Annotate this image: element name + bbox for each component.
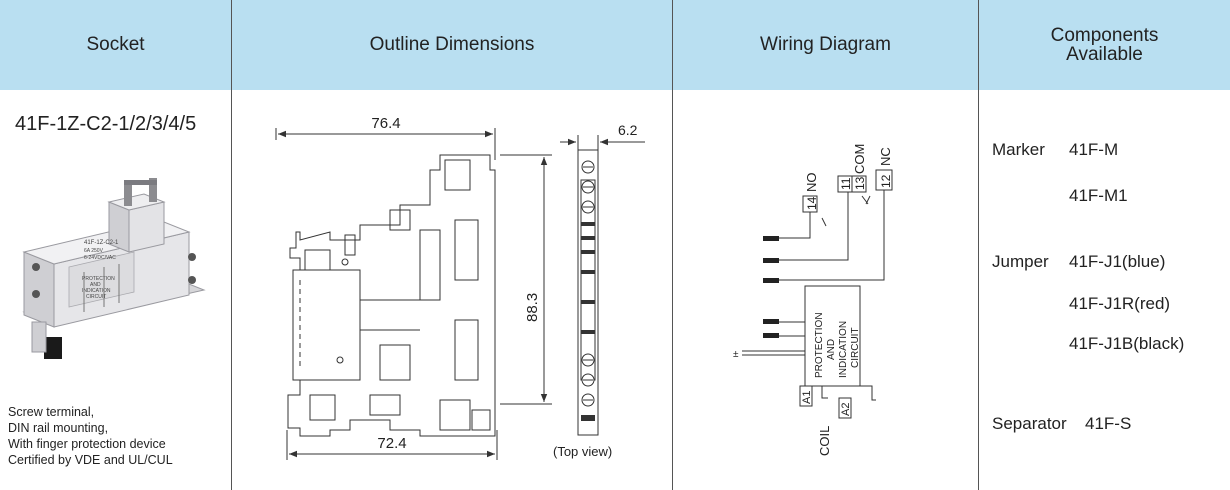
- component-separator-1: 41F-S: [1085, 414, 1132, 433]
- label-a1: A1: [801, 391, 813, 404]
- socket-product-image: 41F-1Z-C2-1 6A 250V 6-24VDC/VAC PROTECTI…: [22, 178, 206, 359]
- table-header: [0, 0, 1230, 90]
- product-rating-label: 6A 250V: [84, 248, 104, 254]
- column-divider-2: [672, 0, 673, 490]
- product-circuit-label: CIRCUIT: [86, 294, 106, 300]
- label-coil: COIL: [817, 426, 832, 456]
- label-nc: NC: [878, 147, 893, 166]
- header-components-line2: Available: [1066, 44, 1143, 65]
- component-separator-label: Separator: [992, 414, 1067, 433]
- column-divider-1: [231, 0, 232, 490]
- product-indication-label: INDICATION: [82, 288, 111, 294]
- dim-height: 88.3: [524, 293, 541, 322]
- dim-thickness: 6.2: [618, 122, 638, 138]
- header-socket: Socket: [86, 34, 145, 55]
- component-marker-2: 41F-M1: [1069, 186, 1128, 205]
- component-jumper-2: 41F-J1R(red): [1069, 294, 1171, 313]
- pin-13: 13: [853, 176, 867, 190]
- label-pm: ±: [733, 349, 739, 360]
- label-a2: A2: [840, 403, 852, 416]
- component-jumper-1: 41F-J1(blue): [1069, 252, 1166, 271]
- description-line: DIN rail mounting,: [8, 421, 109, 435]
- product-model-label: 41F-1Z-C2-1: [84, 240, 119, 246]
- product-protection-label: PROTECTION: [82, 276, 115, 282]
- dim-width-top: 76.4: [371, 115, 400, 132]
- socket-model-number: 41F-1Z-C2-1/2/3/4/5: [15, 113, 197, 135]
- header-wiring-diagram: Wiring Diagram: [760, 34, 891, 55]
- circuit-line-4: CIRCUIT: [850, 327, 861, 368]
- label-no: NO: [804, 173, 819, 193]
- column-divider-3: [978, 0, 979, 490]
- header-outline-dimensions: Outline Dimensions: [369, 34, 535, 55]
- header-components-available: Components Available: [979, 0, 1230, 90]
- component-marker-1: 41F-M: [1069, 140, 1119, 159]
- pin-14: 14: [805, 196, 819, 210]
- product-and-label: AND: [90, 282, 101, 288]
- circuit-line-2: AND: [826, 339, 837, 360]
- top-view-label: (Top view): [553, 444, 612, 459]
- circuit-line-1: PROTECTION: [814, 312, 825, 378]
- pin-12: 12: [879, 174, 893, 188]
- component-jumper-3: 41F-J1B(black): [1069, 334, 1185, 353]
- circuit-line-3: INDICATION: [838, 321, 849, 378]
- socket-description: Screw terminal, DIN rail mounting, With …: [8, 404, 173, 468]
- component-jumper-label: Jumper: [992, 252, 1049, 271]
- description-line: With finger protection device: [8, 437, 166, 451]
- dim-width-bottom: 72.4: [377, 435, 406, 452]
- component-marker-label: Marker: [992, 140, 1045, 159]
- pin-11: 11: [839, 177, 853, 190]
- label-com: COM: [852, 144, 867, 174]
- product-voltage-label: 6-24VDC/VAC: [84, 255, 116, 261]
- description-line: Screw terminal,: [8, 405, 95, 419]
- description-line: Certified by VDE and UL/CUL: [8, 453, 173, 467]
- header-components-line1: Components: [1050, 25, 1159, 46]
